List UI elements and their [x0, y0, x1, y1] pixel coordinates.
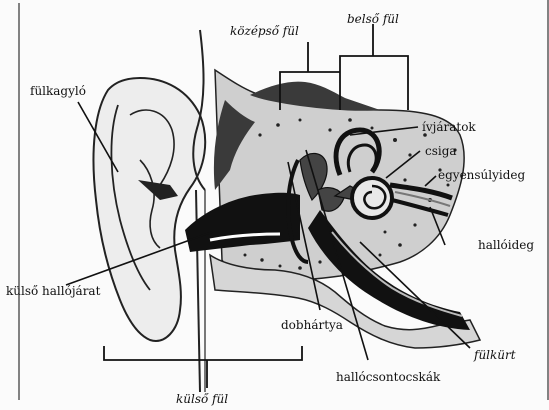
label-kulso-ful: külső fül — [176, 392, 228, 406]
label-fulkurt: fülkürt — [474, 348, 516, 362]
label-csiga: csiga — [425, 144, 457, 158]
label-hallocsontocskak: hallócsontocskák — [336, 370, 440, 384]
label-kozepso-ful: középső fül — [230, 24, 299, 38]
label-ivjaratok: ívjáratok — [422, 120, 476, 134]
label-dobhartya: dobhártya — [281, 318, 343, 332]
label-belso-ful: belső fül — [347, 12, 399, 26]
cochlea — [352, 178, 392, 218]
label-fulkagylo: fülkagyló — [30, 84, 86, 98]
head-outline — [193, 30, 205, 392]
label-egyensulyideg: egyensúlyideg — [438, 168, 525, 182]
label-kulso-hallojarat: külső hallójárat — [6, 284, 100, 298]
label-halloideg: hallóideg — [478, 238, 534, 252]
auricle — [93, 78, 205, 341]
